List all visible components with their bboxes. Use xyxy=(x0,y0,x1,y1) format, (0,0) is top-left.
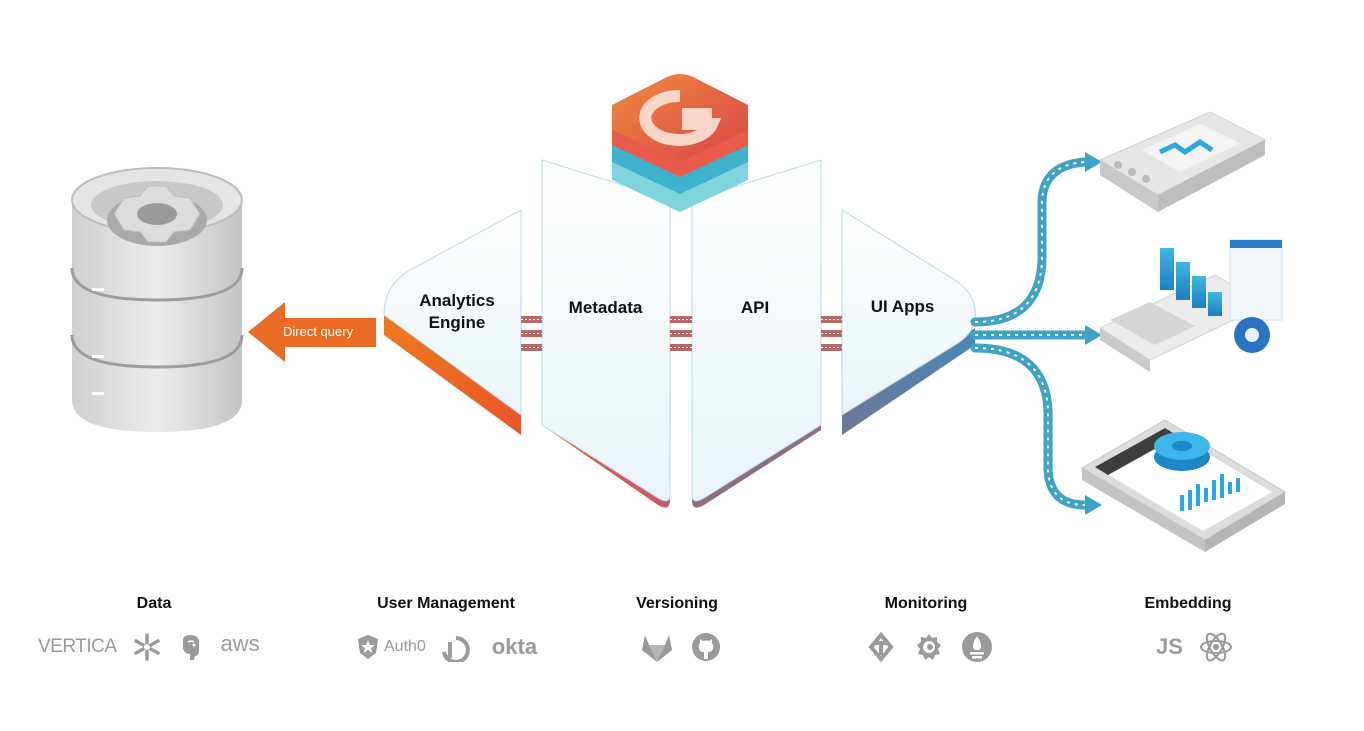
category-data-logos: VERTICA aws xyxy=(38,630,260,664)
ui-apps-label: UI Apps xyxy=(870,297,935,316)
direct-query-arrow xyxy=(248,302,376,362)
postgresql-icon xyxy=(182,635,199,660)
tectonic-icon xyxy=(868,631,894,663)
vertica-logo: VERTICA xyxy=(38,636,117,657)
gear-icon xyxy=(107,185,207,246)
auth0-logo: Auth0 xyxy=(356,634,426,660)
arrow-head-middle xyxy=(1085,325,1102,345)
ui-apps-panel xyxy=(841,209,976,435)
arrow-head-top xyxy=(1085,152,1102,172)
github-icon xyxy=(692,633,720,661)
prometheus-icon xyxy=(962,632,992,662)
category-monitoring-logos xyxy=(865,630,993,664)
direct-query-label: Direct query xyxy=(283,324,354,339)
auth0-icon xyxy=(358,635,378,659)
aws-logo: aws xyxy=(220,631,260,656)
panel-connectors xyxy=(521,316,842,351)
okta-logo: okta xyxy=(491,634,538,659)
database-icon xyxy=(70,167,244,432)
category-versioning-title: Versioning xyxy=(636,595,718,612)
react-icon xyxy=(1199,632,1232,662)
tablet-device-icon xyxy=(1081,419,1286,552)
category-user-management-title: User Management xyxy=(377,595,515,612)
category-versioning-logos xyxy=(640,630,722,664)
dashboard-device-icon xyxy=(1098,239,1283,372)
category-embedding-logos: JS xyxy=(1156,630,1233,664)
api-panel xyxy=(691,159,822,508)
grafana-icon xyxy=(917,634,941,660)
metadata-panel xyxy=(541,159,671,508)
output-arrows xyxy=(970,157,1090,510)
analytics-engine-label: Analytics Engine xyxy=(419,291,495,332)
category-data-title: Data xyxy=(136,595,172,612)
api-label: API xyxy=(740,298,770,317)
category-user-management-logos: Auth0 okta xyxy=(356,630,537,664)
phone-device-icon xyxy=(1098,111,1267,212)
snowflake-icon xyxy=(133,633,160,661)
metadata-label: Metadata xyxy=(568,298,643,317)
category-monitoring-title: Monitoring xyxy=(884,595,968,612)
arrow-head-bottom xyxy=(1085,495,1102,515)
js-logo: JS xyxy=(1156,634,1183,659)
product-logo-icon xyxy=(612,74,748,212)
analytics-engine-panel xyxy=(383,209,522,435)
onelogin-icon xyxy=(441,636,470,662)
gitlab-icon xyxy=(642,635,672,662)
category-embedding-title: Embedding xyxy=(1144,595,1232,612)
